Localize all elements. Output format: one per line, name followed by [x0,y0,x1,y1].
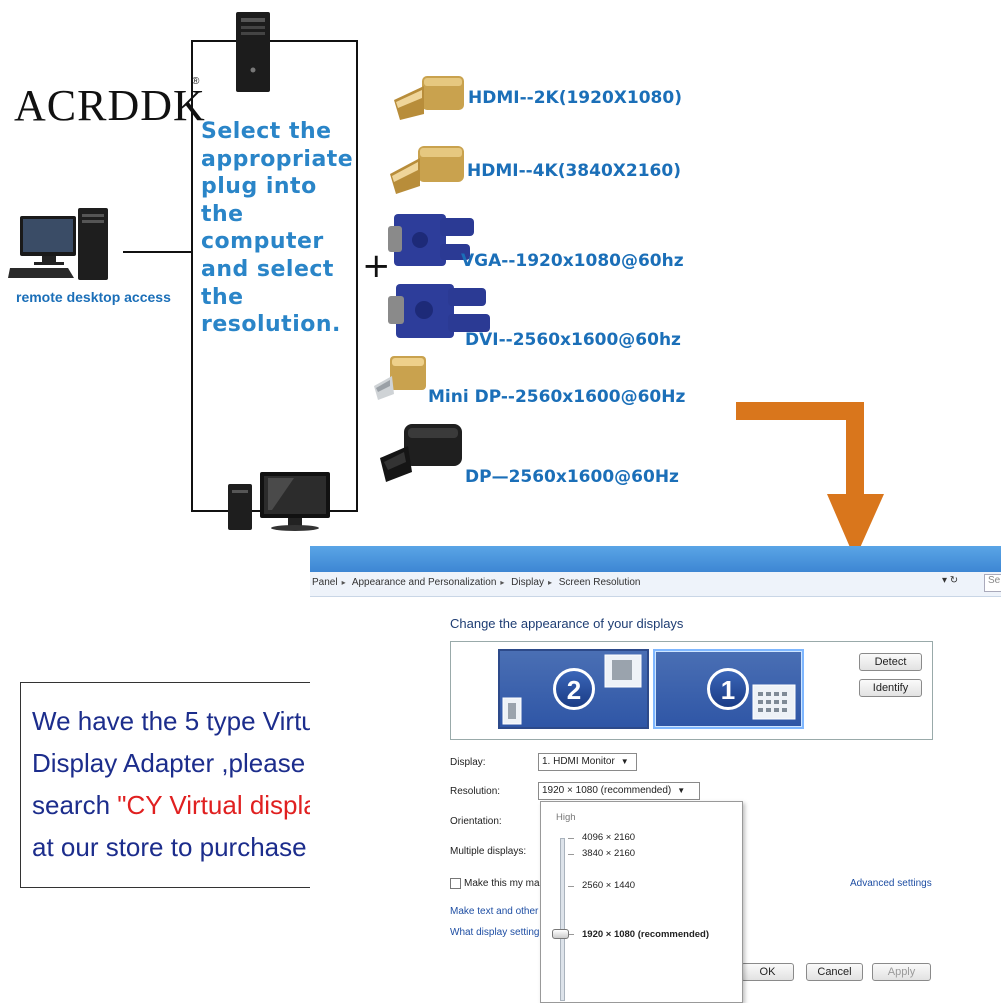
hdmi-4k-adapter-icon [390,146,464,194]
dvi-adapter-icon [388,284,490,338]
cancel-button[interactable]: Cancel [806,963,863,981]
remote-desktop-label: remote desktop access [16,289,171,305]
breadcrumb-arrow-icon: ▸ [500,578,505,587]
resolution-dropdown [540,801,743,1003]
resolution-select[interactable]: 1920 × 1080 (recommended) ▼ [538,782,700,800]
apply-button[interactable]: Apply [872,963,931,981]
adapter-label-dp: DP—2560x1600@60Hz [465,467,679,487]
make-text-link[interactable]: Make text and other [450,906,539,917]
res-option-1920[interactable]: 1920 × 1080 (recommended) [582,929,709,940]
keypad-thumbnail-icon [752,684,796,720]
dp-adapter-icon [380,424,462,482]
res-option-3840[interactable]: 3840 × 2160 [582,848,636,859]
identify-button[interactable]: Identify [859,679,922,697]
search-input[interactable]: Se [984,574,1001,592]
tower-thumbnail-icon [502,697,522,725]
resolution-select-value: 1920 × 1080 (recommended) [542,785,672,796]
adapter-label-dvi: DVI--2560x1600@60hz [465,330,681,350]
monitor-1-badge: 1 [707,668,749,710]
instruction-text: Select the appropriate plug into the com… [201,119,354,338]
ok-button[interactable]: OK [741,963,794,981]
advanced-settings-link[interactable]: Advanced settings [850,878,932,889]
page-title: Change the appearance of your displays [450,616,684,631]
res-option-4096[interactable]: 4096 × 2160 [582,832,636,843]
slider-tick [568,886,574,887]
breadcrumb-display[interactable]: Display [511,577,544,588]
adapter-label-hdmi-4k: HDMI--4K(3840X2160) [467,161,681,181]
high-label: High [556,812,576,823]
note-highlight: "CY Virtual display" [117,790,340,820]
plus-icon: + [362,246,391,286]
note-text: We have the 5 type Virtual Display Adapt… [32,700,402,868]
address-bar[interactable] [310,572,1001,597]
note-line-3: search "CY Virtual display" [32,784,402,826]
detect-button[interactable]: Detect [859,653,922,671]
adapter-label-vga: VGA--1920x1080@60hz [461,251,684,271]
window-titlebar [310,546,1001,572]
resolution-slider-track[interactable] [560,838,565,1001]
tower-pc-icon [236,12,270,92]
slider-tick [568,934,574,935]
note-line-3-pre: search [32,790,118,820]
res-option-2560[interactable]: 2560 × 1440 [582,880,636,891]
connection-line [123,251,193,253]
display-select[interactable]: 1. HDMI Monitor ▼ [538,753,637,771]
breadcrumb-arrow-icon: ▸ [547,578,552,587]
breadcrumb-arrow-icon: ▸ [341,578,346,587]
breadcrumb: Panel▸ Appearance and Personalization▸ D… [312,577,640,588]
slider-tick [568,854,574,855]
orange-arrow-icon [736,402,884,559]
vga-adapter-icon [388,214,474,266]
monitor-2-badge: 2 [553,668,595,710]
multiple-displays-label: Multiple displays: [450,846,527,857]
hdmi-adapter-icon [394,76,464,120]
pc-monitor-icon [228,472,330,531]
display-label: Display: [450,757,486,768]
orientation-label: Orientation: [450,816,502,827]
breadcrumb-screen-resolution[interactable]: Screen Resolution [558,577,641,588]
adapter-label-mini-dp: Mini DP--2560x1600@60Hz [428,387,686,407]
registered-mark: ® [192,76,200,87]
chevron-down-icon: ▼ [620,757,629,766]
slider-tick [568,838,574,839]
monitor-thumbnail-icon [604,654,642,688]
breadcrumb-appearance[interactable]: Appearance and Personalization [351,577,497,588]
address-refresh-button[interactable]: ▾ ↻ [942,575,959,586]
resolution-slider-thumb[interactable] [552,929,569,939]
display-settings-link[interactable]: What display setting [450,927,540,938]
note-line-4: at our store to purchase it. [32,832,335,862]
adapter-label-hdmi-2k: HDMI--2K(1920X1080) [468,88,682,108]
breadcrumb-panel[interactable]: Panel [312,577,338,588]
resolution-label: Resolution: [450,786,501,797]
note-line-2: Display Adapter ,please [32,748,306,778]
mini-dp-adapter-icon [374,356,426,400]
display-select-value: 1. HDMI Monitor [542,756,615,767]
make-main-label: Make this my ma [464,878,540,889]
brand-logo: ACRDDK [14,81,206,130]
note-line-1: We have the 5 type Virtual [32,706,337,736]
make-main-checkbox[interactable] [450,878,461,889]
chevron-down-icon: ▼ [677,786,686,795]
workstation-icon [8,208,108,280]
